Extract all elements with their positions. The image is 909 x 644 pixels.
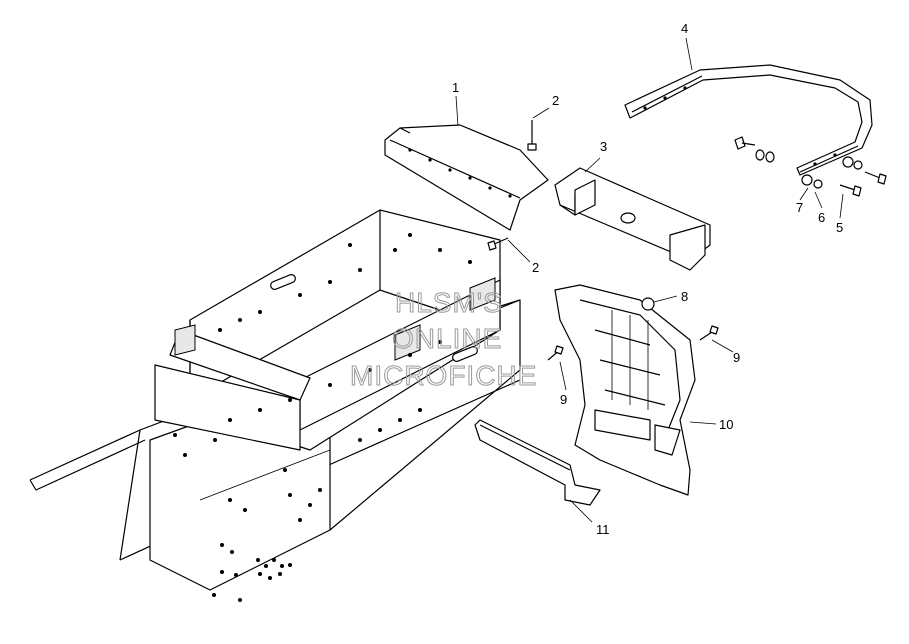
- watermark-line-3: MICROFICHE: [350, 360, 537, 391]
- part-9-pin-right: [699, 325, 734, 353]
- part-1-rear-cover: [384, 124, 549, 231]
- part-11-flap-plate: [474, 419, 601, 523]
- label-part-9-right: 9: [733, 350, 740, 365]
- watermark-line-1: HLSM'S: [395, 287, 503, 318]
- label-part-10: 10: [719, 417, 733, 432]
- part-8-washer: [641, 295, 678, 311]
- watermark: HLSM'S ONLINE MICROFICHE: [350, 287, 537, 392]
- part-2-screw-top: [527, 107, 550, 151]
- label-part-2-bottom: 2: [532, 260, 539, 275]
- label-part-2-top: 2: [552, 93, 559, 108]
- label-part-11: 11: [596, 522, 610, 537]
- part-4-rear-bumper: [624, 37, 873, 176]
- label-part-5: 5: [836, 220, 843, 235]
- callout-labels: 1 2 2 3 4 5 6 7 8 9 9 10 11: [452, 21, 843, 537]
- hardware-bolts-washers: [734, 136, 887, 219]
- label-part-9-left: 9: [560, 392, 567, 407]
- label-part-1: 1: [452, 80, 459, 95]
- label-part-7: 7: [796, 200, 803, 215]
- chassis-tunnel: [29, 209, 521, 591]
- watermark-line-2: ONLINE: [392, 323, 502, 354]
- part-9-pin-left: [547, 345, 567, 391]
- label-part-6: 6: [818, 210, 825, 225]
- part-10-flap-frame: [554, 284, 717, 496]
- label-part-8: 8: [681, 289, 688, 304]
- leader-part-1: [455, 95, 459, 127]
- part-3-support-bracket: [554, 157, 711, 271]
- label-part-4: 4: [681, 21, 688, 36]
- label-part-3: 3: [600, 139, 607, 154]
- chassis-rivets: [173, 233, 472, 602]
- part-2-screw-bottom: [487, 237, 531, 263]
